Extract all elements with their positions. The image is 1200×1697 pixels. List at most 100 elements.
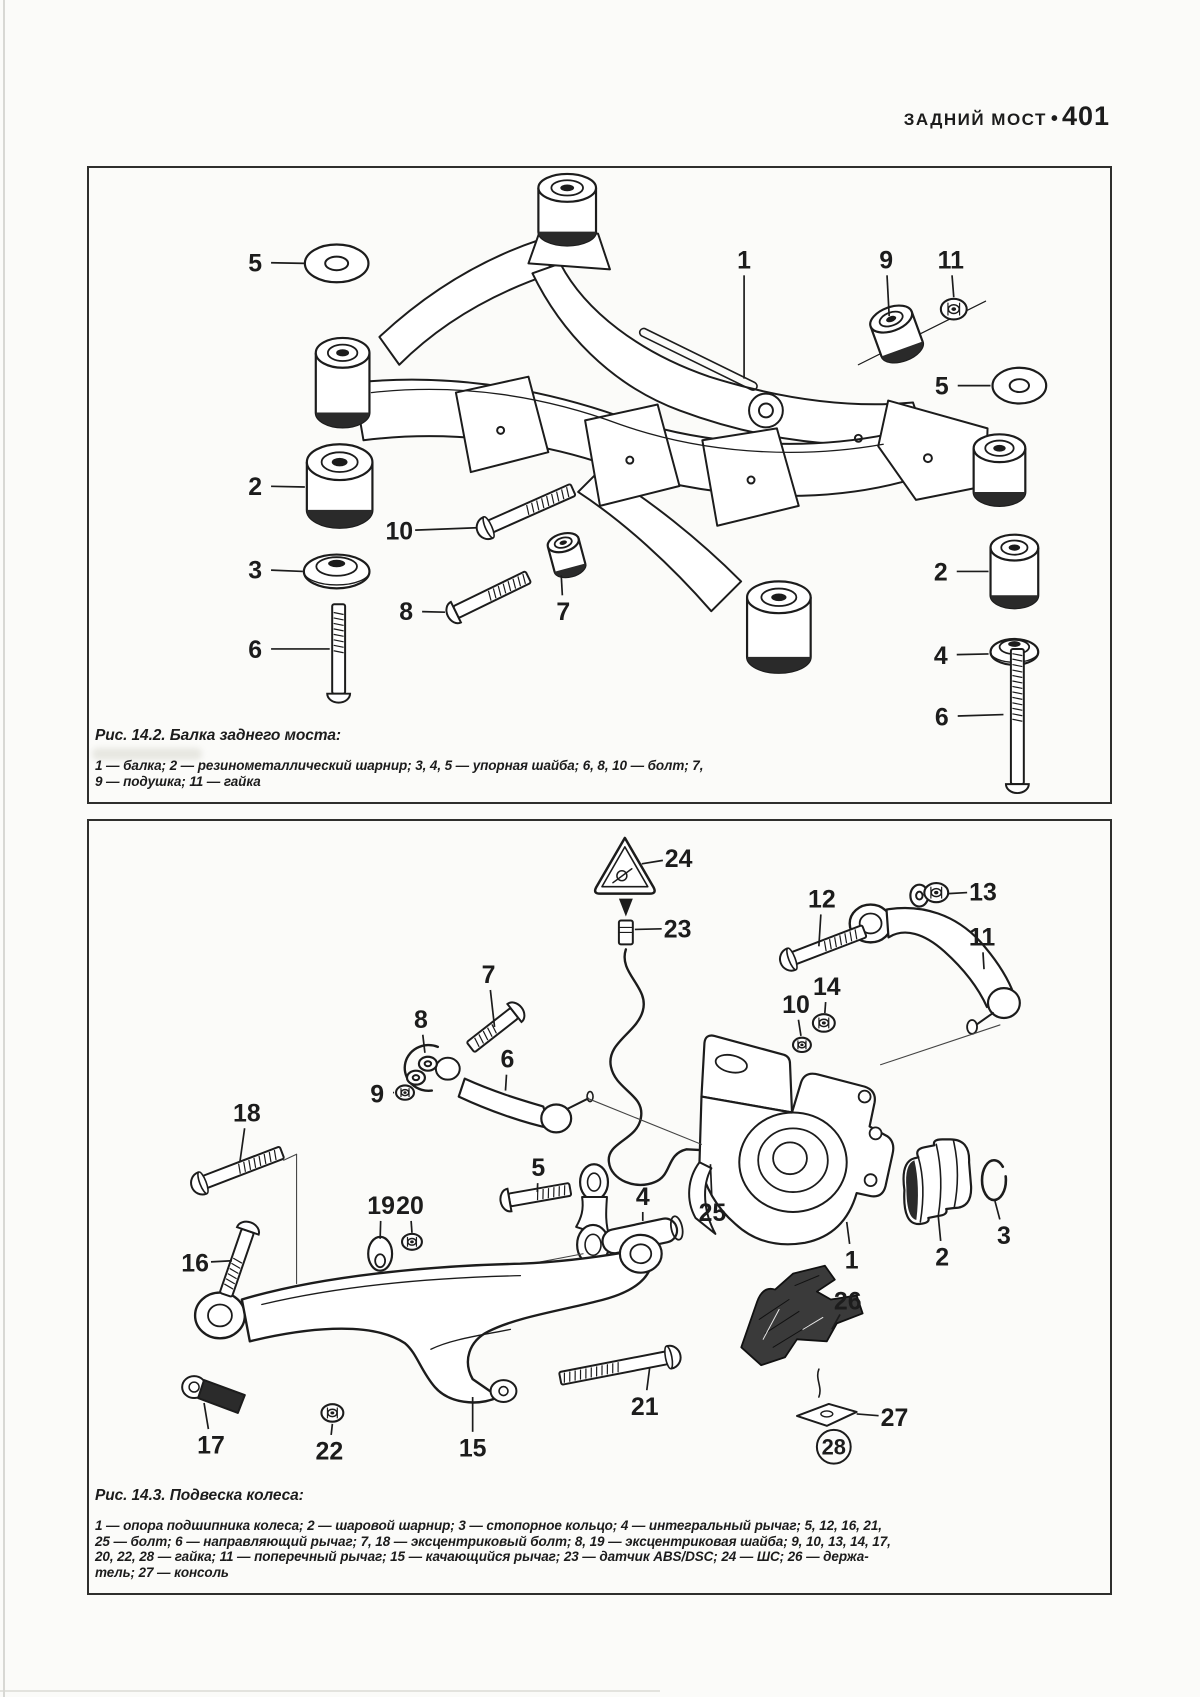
bolt xyxy=(445,570,532,625)
nut xyxy=(320,1403,345,1423)
arm6-ball-cup xyxy=(540,1103,573,1134)
bolt-thread xyxy=(333,633,344,637)
bolt xyxy=(326,603,352,704)
nut-hole xyxy=(800,1043,804,1047)
arm11-ball-housing xyxy=(986,987,1021,1020)
ball-joint-symbol xyxy=(616,869,628,882)
bolt-thread xyxy=(1012,664,1023,668)
bolt-thread xyxy=(223,1283,234,1290)
bolt-thread xyxy=(268,1151,272,1163)
arm11-bushing-inner xyxy=(858,912,883,935)
beam-center-eye-inner xyxy=(758,402,774,419)
bolt-thread xyxy=(601,1365,603,1376)
bolt-thread xyxy=(612,1363,614,1374)
callout-label: 19 xyxy=(367,1192,395,1220)
bolt-thread xyxy=(569,1371,571,1382)
knuckle-boss xyxy=(863,1173,878,1188)
boot2-rib xyxy=(917,1156,924,1223)
nut-hole xyxy=(951,307,957,311)
header-separator: • xyxy=(1050,108,1058,130)
bolt-thread xyxy=(333,617,344,621)
bolt-thread xyxy=(1012,669,1023,673)
beam-hole xyxy=(625,455,635,465)
callout-label: 28 xyxy=(822,1435,846,1460)
callout-label: 27 xyxy=(881,1404,909,1432)
arm6-stud-cap xyxy=(586,1090,594,1103)
bolt-thread xyxy=(546,495,550,507)
holder26-bracket xyxy=(740,1264,864,1367)
figure-14-3-title: Рис. 14.3. Подвеска колеса: xyxy=(95,1487,304,1504)
callout-leader-line xyxy=(634,927,662,931)
bolt-thread xyxy=(617,1362,619,1373)
scan-smudge xyxy=(92,748,202,760)
bushing-barrel xyxy=(745,580,812,674)
bolt-thread xyxy=(1012,680,1023,684)
bolt-thread xyxy=(606,1364,608,1375)
bolt-thread xyxy=(823,941,827,952)
arm6-shaft xyxy=(457,1077,552,1130)
bolt-thread xyxy=(849,931,853,942)
barrel-center xyxy=(331,457,348,467)
washer xyxy=(417,1055,438,1072)
bolt-thread xyxy=(574,1370,576,1381)
bolt-thread xyxy=(229,1267,239,1275)
callout-label: 25 xyxy=(699,1199,727,1227)
bolt-thread xyxy=(1012,653,1023,657)
bolt-thread xyxy=(844,933,848,944)
bolt-thread xyxy=(1012,696,1023,700)
nut-hole xyxy=(330,1411,335,1415)
bolt-thread xyxy=(1012,702,1023,706)
scan-edge-bottom xyxy=(0,1690,660,1692)
callout-leader-line xyxy=(982,952,985,970)
callout-label: 23 xyxy=(664,915,692,943)
bolt-thread xyxy=(238,1163,241,1174)
bolt-shaft xyxy=(507,1182,573,1208)
bolt-thread xyxy=(517,576,522,587)
legend-line: тель; 27 — консоль xyxy=(95,1564,229,1580)
bolt-thread xyxy=(542,1189,544,1200)
arm15-front-eye xyxy=(193,1291,247,1340)
callout-leader-line xyxy=(956,653,989,656)
callout-label: 4 xyxy=(934,643,948,670)
callout-leader-line xyxy=(994,1200,1001,1220)
bolt-thread xyxy=(487,1027,493,1038)
section-title: ЗАДНИЙ МОСТ xyxy=(903,110,1047,129)
callout-leader-line xyxy=(886,275,891,317)
washer xyxy=(302,553,371,590)
bolt-thread xyxy=(482,1030,489,1041)
nut-hole xyxy=(821,1021,826,1025)
callout-label: 9 xyxy=(370,1081,384,1109)
barrel-dark-band xyxy=(315,412,370,428)
bolt-thread xyxy=(502,583,507,594)
callout-circle xyxy=(815,1428,852,1465)
bolt-thread xyxy=(248,1159,252,1170)
bolt-head xyxy=(505,1001,526,1024)
callout-leader-line xyxy=(271,569,303,573)
bolt-thread xyxy=(1012,713,1023,717)
bolt-thread xyxy=(333,628,344,632)
callout-label: 16 xyxy=(181,1250,209,1278)
legend-line: 20, 22, 28 — гайка; 11 — поперечный рыча… xyxy=(95,1549,869,1564)
callout-label: 9 xyxy=(879,247,893,274)
washer-hole xyxy=(411,1074,421,1082)
bolt xyxy=(466,1001,526,1053)
bolt-head-flange xyxy=(482,516,495,539)
washer-hole xyxy=(915,890,924,901)
axle-beam-parts xyxy=(302,172,1048,794)
callout-label: 24 xyxy=(665,845,693,873)
arm11-stud-cap xyxy=(966,1019,978,1035)
barrel-dark-band xyxy=(990,595,1039,609)
barrel-dark-band xyxy=(747,656,811,673)
callout-leader-line xyxy=(415,526,477,531)
page-header: ЗАДНИЙ МОСТ • 401 xyxy=(904,101,1110,132)
washer-skirt xyxy=(303,571,371,586)
arm6-open-end xyxy=(403,1043,440,1092)
bolt-thread xyxy=(526,504,530,515)
warning-triangle-inner xyxy=(601,846,649,888)
beam-detail-line xyxy=(370,388,884,454)
nut xyxy=(395,1084,416,1101)
beam-arm-topleft xyxy=(378,238,554,366)
holder26-highlight xyxy=(762,1308,824,1340)
